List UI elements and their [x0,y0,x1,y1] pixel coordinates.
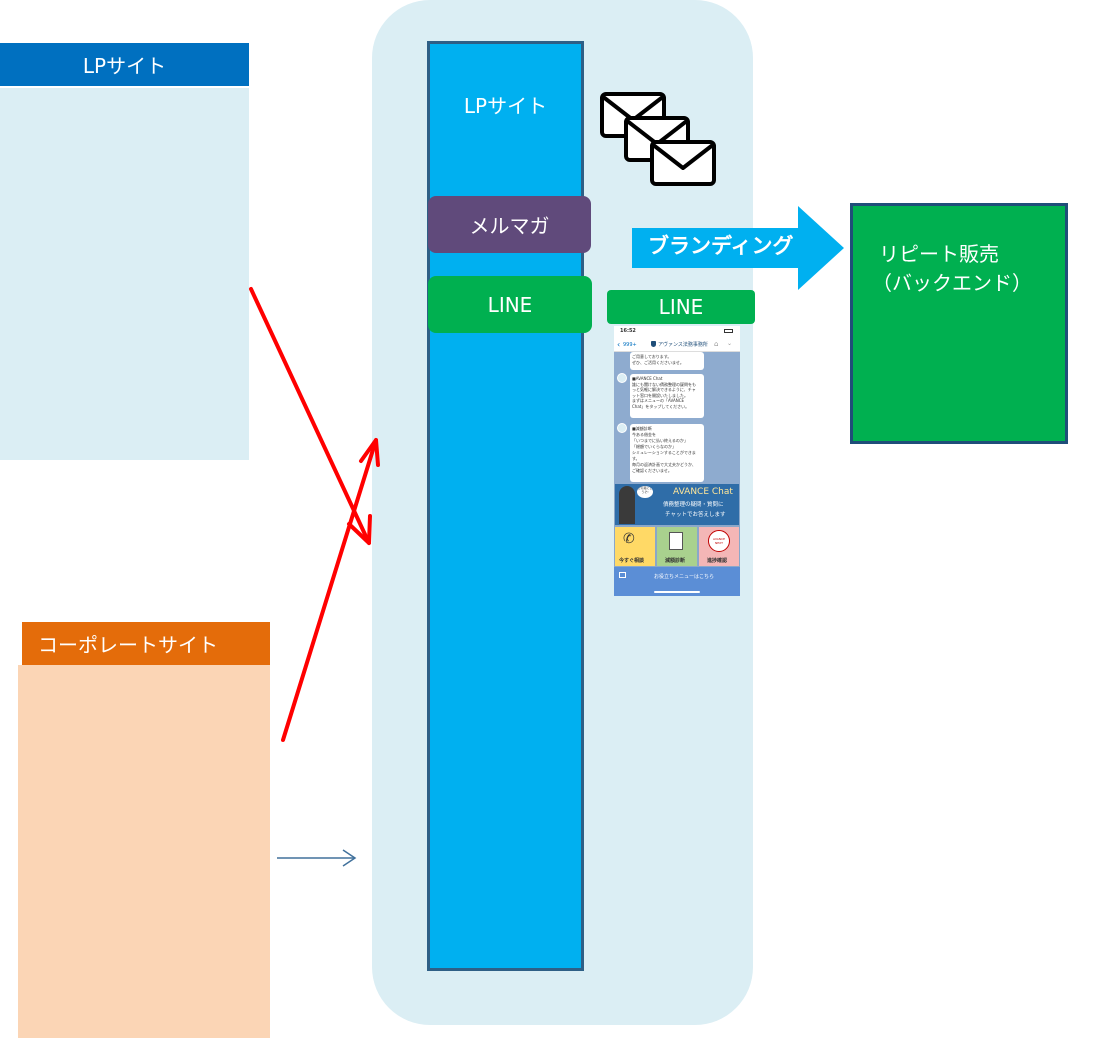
home-icon[interactable]: ⌂ [714,340,719,348]
chat-text: 「いつまでに払い終えるのか」 [632,438,688,443]
corporate-site-title: コーポレートサイト [38,633,218,657]
lp-site-body [0,88,249,460]
chat-text: 誰にも聞けない債務整理の疑問をも [632,381,696,387]
chat-text: 毎月の返済計画で大丈夫かどうか、 [632,462,696,467]
chat-text: ット窓口を開設いたしました。 [632,392,688,398]
repeat-sales-line2: （バックエンド） [872,271,1032,295]
banner-bubble: お気軽にどうぞ! [637,486,653,498]
corporate-to-funnel-arrowhead [359,438,380,467]
menu-label: 進捗確認 [707,558,728,564]
chat-text: ご確認くださいませ。 [632,468,672,473]
lp-site-title: LPサイト [82,54,167,78]
thin-arrowhead [342,849,357,867]
repeat-sales-box [850,203,1068,444]
lp-site-header: LPサイト [0,43,249,86]
menu-tile-progress[interactable]: AVANCE NEXT 進捗確認 [699,527,739,566]
banner-title: AVANCE Chat [673,487,733,497]
corporate-site-header: コーポレートサイト [22,622,270,665]
repeat-sales-line1: リピート販売 [879,242,999,266]
chat-area: ご用意しております。 ぜひ、ご活用くださいませ。 ■AVANCE Chat 誰に… [614,352,740,484]
lp-to-funnel-arrowhead [347,514,372,545]
phone-time: 16:52 [620,328,636,334]
lp-to-funnel-arrow [249,287,371,545]
avatar [617,423,627,433]
chat-text: っと気軽に解決できるように、チャ [632,387,696,392]
chat-text: ■減額診断 [632,426,652,431]
menu-label: 減額診断 [665,558,686,564]
line-screenshot-header: LINE [607,290,755,324]
menu-footer[interactable]: お役立ちメニューはこちら [614,567,740,596]
envelopes-icon [600,92,716,186]
chat-text: 今ある借金を [632,432,656,437]
chat-text: ■AVANCE Chat [632,376,663,381]
line-box: LINE [428,276,592,333]
line-chat-screenshot: 16:52 ‹ 999+ アヴァンス法務事務所 ⌂ ⌄ ご用意しております。 ぜ… [614,326,740,596]
banner-subtitle-1: 債務整理の疑問・質問に [663,502,724,508]
chat-text: まずはメニューの「AVANCE [632,398,685,403]
mailmag-label: メルマガ [469,214,550,238]
branding-label: ブランディング [648,234,794,258]
account-name: アヴァンス法務事務所 [658,342,708,348]
back-chevron-icon[interactable]: ‹ [617,340,621,349]
menu-tile-diagnosis[interactable]: 減額診断 [657,527,697,566]
phone-mail-icon: ✆ [623,531,635,547]
chat-text: シミュレーションすることができま [632,450,696,455]
chat-bubble: ■減額診断 今ある借金を 「いつまでに払い終えるのか」 「総額でいくらなのか」 … [630,424,704,482]
phone-status-bar: 16:52 [614,326,740,337]
avance-next-badge: AVANCE NEXT [708,530,730,552]
home-indicator [654,591,700,593]
chat-text: ご用意しております。 [632,354,672,359]
account-shield-icon [651,341,656,347]
line-box-label: LINE [487,292,533,317]
calculator-icon [669,532,683,550]
mailmag-box: メルマガ [428,196,591,253]
branding-arrow [632,206,844,290]
chevron-down-icon[interactable]: ⌄ [727,340,733,347]
line-screenshot-label: LINE [658,295,704,319]
phone-nav-bar: ‹ 999+ アヴァンス法務事務所 ⌂ ⌄ [614,337,740,352]
back-count[interactable]: 999+ [623,342,637,348]
avance-chat-banner[interactable]: お気軽にどうぞ! AVANCE Chat 債務整理の疑問・質問に チャットでお答… [615,484,739,525]
battery-icon [724,329,733,333]
keyboard-icon[interactable] [619,572,626,578]
chat-text: 「総額でいくらなのか」 [632,444,676,449]
corporate-site-body [18,665,270,1038]
chat-bubble: ご用意しております。 ぜひ、ご活用くださいませ。 [630,352,704,370]
funnel-lp-label: LPサイト [463,94,548,118]
chat-text: Chat」をタップしてください。 [632,403,690,409]
chat-text: ぜひ、ご活用くださいませ。 [632,360,684,365]
avatar [617,373,627,383]
menu-label: 今すぐ相談 [619,558,645,564]
chat-bubble: ■AVANCE Chat 誰にも聞けない債務整理の疑問をも っと気軽に解決できる… [630,374,704,418]
banner-subtitle-2: チャットでお答えします [665,512,726,518]
footer-label: お役立ちメニューはこちら [654,574,715,580]
chat-text: す。 [632,456,640,461]
menu-tile-consult[interactable]: ✆ 今すぐ相談 [615,527,655,566]
person-photo [619,486,635,524]
corporate-to-funnel-arrow [281,438,378,742]
